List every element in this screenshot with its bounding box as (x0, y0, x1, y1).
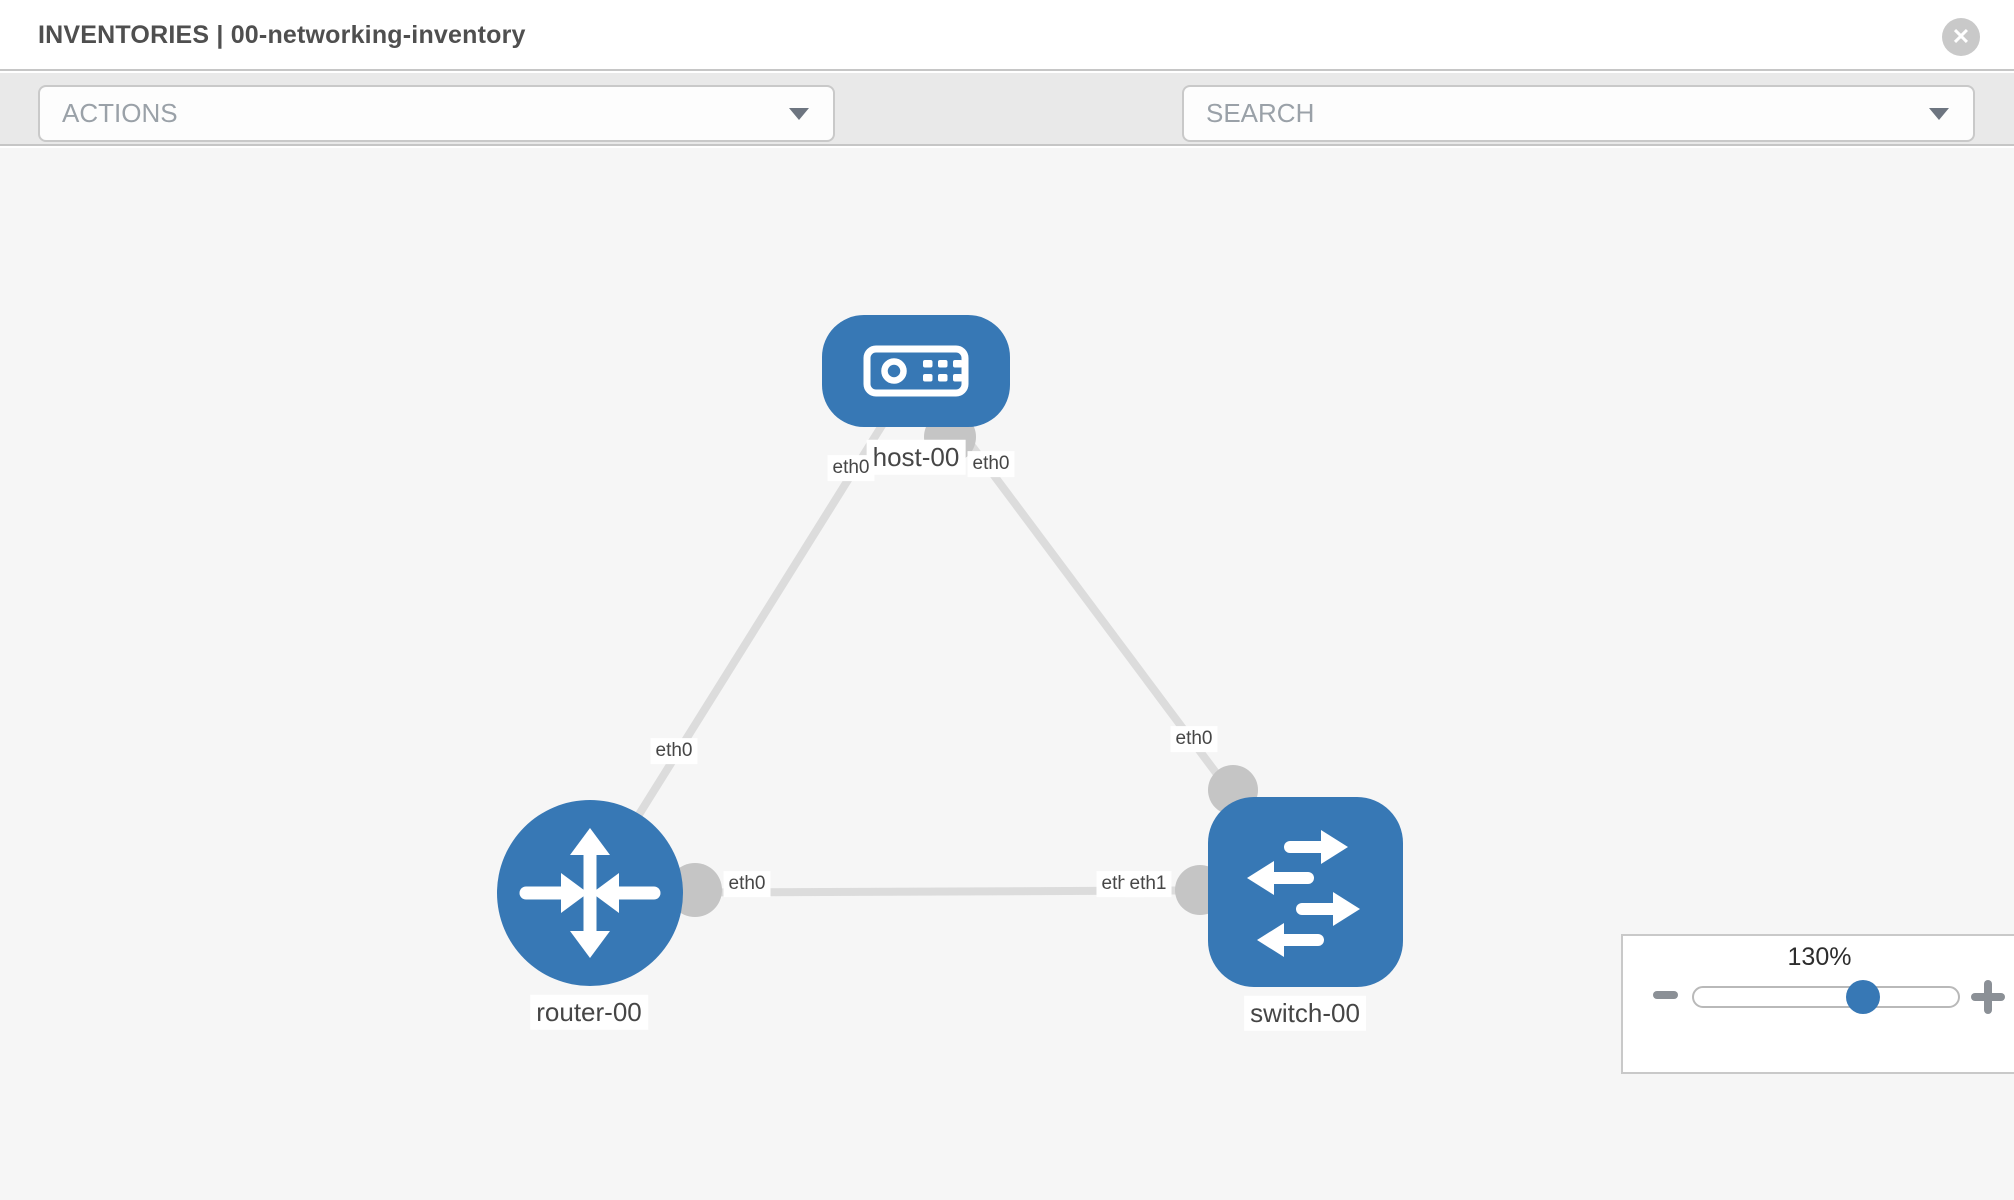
node-label-host: host-00 (866, 439, 966, 475)
interface-label: eth0 (650, 738, 698, 764)
chevron-down-icon (1929, 107, 1949, 120)
close-button[interactable]: ✕ (1942, 18, 1980, 56)
zoom-level: 130% (1787, 943, 1852, 971)
interface-label: eth0 (723, 871, 771, 897)
interface-label: eth0 (827, 455, 875, 481)
zoom-in-icon[interactable] (1971, 980, 2005, 1014)
actions-dropdown-value: ACTIONS (62, 98, 178, 128)
close-icon: ✕ (1951, 24, 1971, 49)
node-switch-00[interactable] (1208, 797, 1403, 987)
interface-label: eth0 (1170, 726, 1218, 752)
interface-label: eth1 (1124, 871, 1172, 897)
interface-label: eth0 (967, 451, 1015, 477)
search-dropdown[interactable]: SEARCH (1182, 85, 1975, 142)
zoom-slider-thumb[interactable] (1846, 980, 1880, 1014)
search-dropdown-value: SEARCH (1206, 98, 1315, 128)
zoom-panel: 130% (1621, 934, 2014, 1074)
chevron-down-icon (789, 107, 809, 120)
zoom-out-icon[interactable] (1653, 991, 1678, 999)
node-router-00[interactable] (497, 800, 683, 986)
toolbar: ACTIONS SEARCH (0, 73, 2014, 206)
header: INVENTORIES | 00-networking-inventory ✕ (0, 0, 2014, 71)
switch-icon (1247, 830, 1360, 957)
router-icon (519, 828, 661, 958)
node-host-00[interactable] (822, 315, 1010, 427)
actions-dropdown[interactable]: ACTIONS (38, 85, 835, 142)
page-title: INVENTORIES | 00-networking-inventory (38, 21, 526, 49)
zoom-slider-track[interactable] (1692, 986, 1960, 1008)
node-label-switch: switch-00 (1244, 995, 1366, 1031)
server-icon (863, 345, 969, 397)
node-label-router: router-00 (530, 994, 648, 1030)
